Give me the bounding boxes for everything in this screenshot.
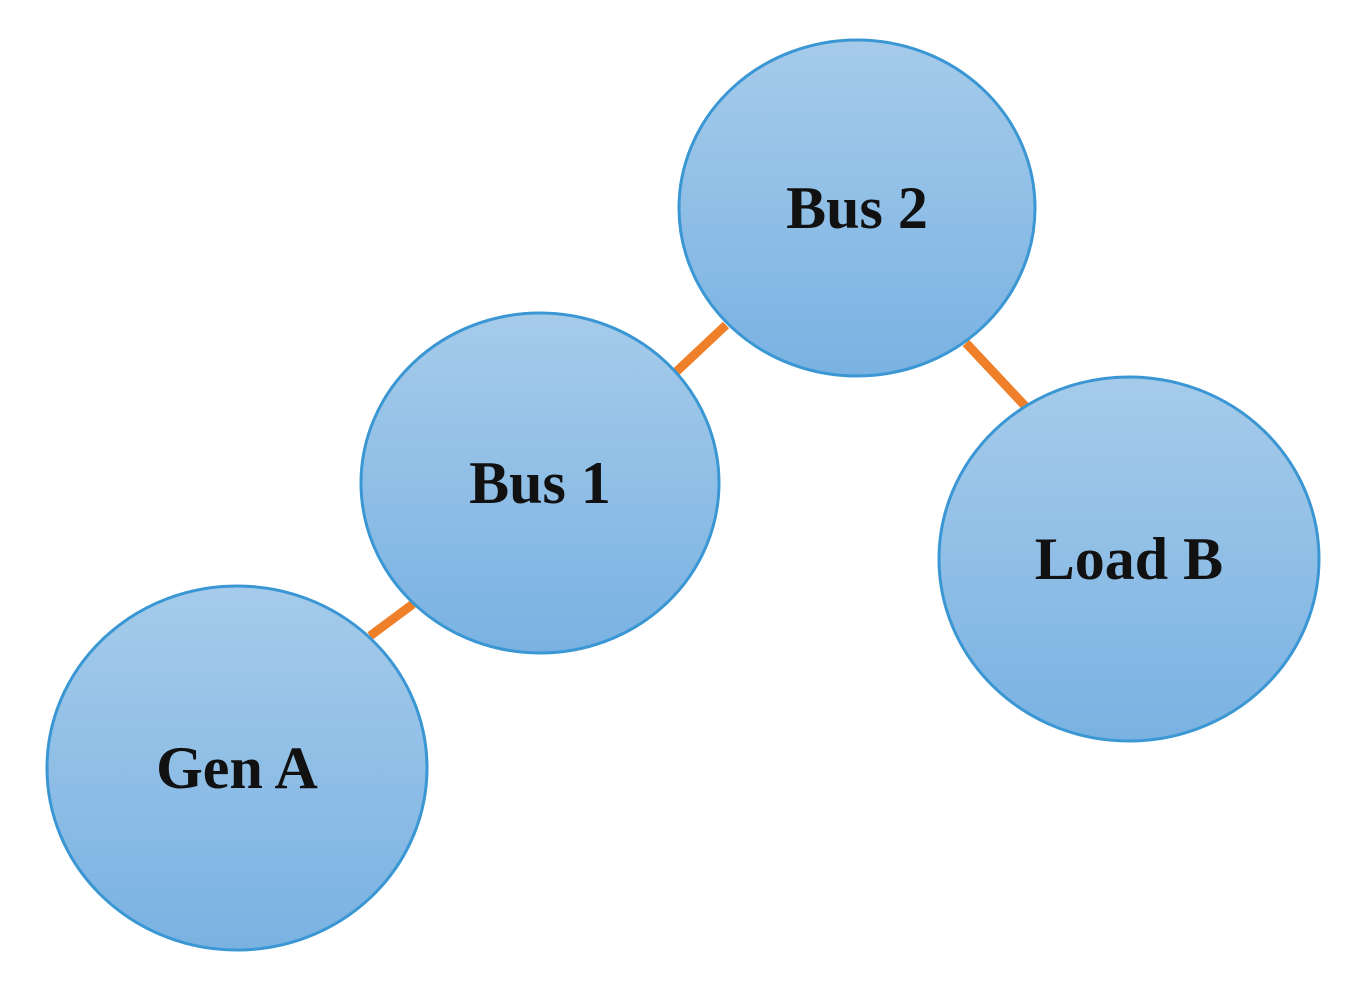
- node-load-b: Load B: [937, 375, 1321, 743]
- node-circle: [937, 375, 1321, 743]
- node-bus-1: Bus 1: [359, 311, 721, 655]
- node-bus-2: Bus 2: [677, 38, 1037, 378]
- edge-gen-a-bus-1: [367, 600, 416, 640]
- node-circle: [359, 311, 721, 655]
- node-circle: [677, 38, 1037, 378]
- node-label: Load B: [1035, 526, 1223, 592]
- node-circle: [45, 584, 429, 952]
- node-gen-a: Gen A: [45, 584, 429, 952]
- node-label: Bus 1: [469, 450, 611, 516]
- connector-lines: [367, 321, 1030, 640]
- node-label: Bus 2: [786, 175, 928, 241]
- edge-bus-2-load-b: [962, 339, 1030, 411]
- node-label: Gen A: [156, 735, 318, 801]
- edge-bus-1-bus-2: [672, 321, 730, 376]
